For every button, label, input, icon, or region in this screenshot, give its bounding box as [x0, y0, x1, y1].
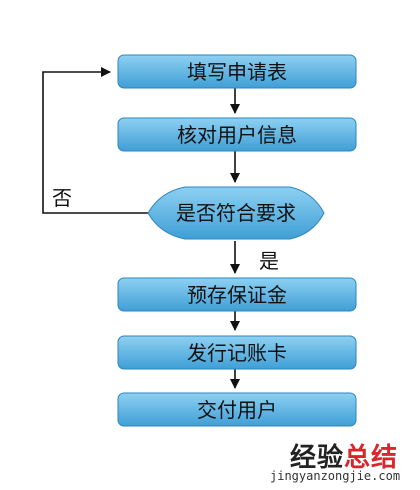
yes-edge-label: 是 — [259, 249, 279, 273]
step-issue-card: 发行记账卡 — [117, 335, 357, 370]
arrow-no-loop — [42, 67, 148, 214]
no-edge-label: 否 — [52, 186, 72, 210]
step-deliver: 交付用户 — [117, 392, 357, 427]
step-issue-card-label: 发行记账卡 — [187, 341, 287, 365]
decision-label: 是否符合要求 — [176, 201, 296, 225]
watermark-part1: 经验 — [290, 443, 345, 473]
step-deliver-label: 交付用户 — [197, 398, 277, 422]
watermark-part2: 总结 — [344, 443, 399, 473]
watermark-url: jingyanzongjie.com — [270, 469, 401, 483]
connectors — [42, 67, 240, 389]
step-verify-info-label: 核对用户信息 — [177, 123, 297, 147]
step-fill-form-label: 填写申请表 — [187, 60, 287, 84]
decision-diamond: 是否符合要求 — [147, 186, 325, 240]
step-deposit-label: 预存保证金 — [187, 283, 287, 307]
watermark-logo: 经验总结 — [290, 437, 398, 474]
step-fill-form: 填写申请表 — [117, 54, 357, 89]
step-verify-info: 核对用户信息 — [117, 117, 357, 152]
step-deposit: 预存保证金 — [117, 277, 357, 312]
